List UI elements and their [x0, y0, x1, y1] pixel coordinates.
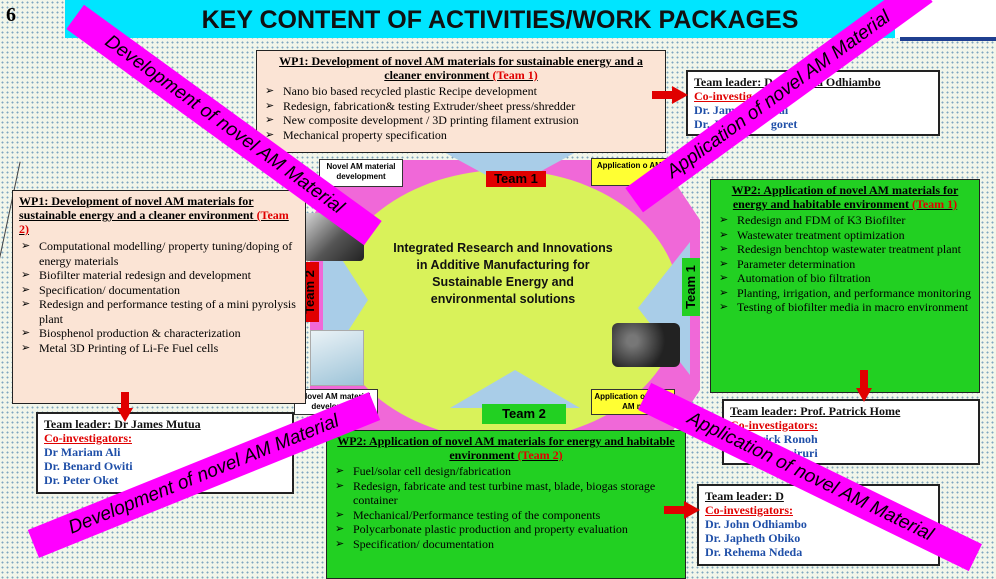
co-investigators-label: Co-investigators:	[705, 503, 793, 517]
list-item: Computational modelling/ property tuning…	[19, 239, 299, 268]
list-item: Testing of biofilter media in macro envi…	[717, 300, 973, 315]
wp-header: WP1: Development of novel AM materials f…	[19, 194, 289, 236]
list-item: Redesign, fabricate and test turbine mas…	[333, 479, 679, 508]
wp1-team1-box: WP1: Development of novel AM materials f…	[256, 50, 666, 153]
wp-header: WP2: Application of novel AM materials f…	[731, 183, 959, 211]
list-item: Automation of bio filtration	[717, 271, 973, 286]
list-item: Biofilter material redesign and developm…	[19, 268, 299, 283]
team-leader-label: Team leader: Prof. Patrick Home	[730, 404, 901, 418]
novel-am-dev-label-top: Novel AM material development	[319, 159, 403, 187]
co-investigators-label: Co-investigators:	[730, 418, 818, 432]
co-investigators-label: Co-investig	[694, 89, 752, 103]
list-item: Wastewater treatment optimization	[717, 228, 973, 243]
team2-bottom-label: Team 2	[482, 404, 566, 424]
page-title: KEY CONTENT OF ACTIVITIES/WORK PACKAGES	[201, 6, 799, 34]
arrow-down-icon	[856, 370, 872, 402]
investigator-name: Dr. Benard Owiti	[44, 459, 133, 473]
list-item: Specification/ documentation	[19, 283, 299, 298]
slide-number: 6	[6, 4, 16, 26]
leader-box-right: Team leader: Prof. Patrick Home Co-inves…	[722, 399, 980, 465]
triangle-bottom	[450, 370, 580, 408]
team1-right-label: Team 1	[682, 258, 700, 316]
list-item: Parameter determination	[717, 257, 973, 272]
title-bar: KEY CONTENT OF ACTIVITIES/WORK PACKAGES	[0, 0, 996, 40]
arrow-right-icon	[652, 86, 688, 104]
center-ellipse	[330, 170, 680, 440]
team1-top-label: Team 1	[486, 171, 546, 187]
list-item: New composite development / 3D printing …	[263, 113, 659, 128]
wp2-team2-box: WP2: Application of novel AM materials f…	[326, 430, 686, 579]
center-text: Integrated Research and Innovations in A…	[393, 241, 613, 306]
list-item: Nano bio based recycled plastic Recipe d…	[263, 84, 659, 99]
list-item: Redesign and performance testing of a mi…	[19, 297, 299, 326]
investigator-name: Dr. John Odhiambo	[705, 517, 807, 531]
investigator-name: Dr. Japheth Obiko	[705, 531, 801, 545]
equipment-photo	[310, 330, 364, 386]
title-underline	[900, 37, 996, 41]
investigator-name: Dr. Peter Oket	[44, 473, 119, 487]
list-item: Specification/ documentation	[333, 537, 679, 552]
list-item: Biosphenol production & characterization	[19, 326, 299, 341]
co-investigators-label: Co-investigators:	[44, 431, 132, 445]
investigator-name: Dr. Rehema Ndeda	[705, 545, 803, 559]
list-item: Polycarbonate plastic production and pro…	[333, 522, 679, 537]
arrow-right-icon	[664, 501, 700, 519]
team-leader-label: Team leader: Dr James Mutua	[44, 417, 201, 431]
list-item: Redesign and FDM of K3 Biofilter	[717, 213, 973, 228]
list-item: Metal 3D Printing of Li-Fe Fuel cells	[19, 341, 299, 356]
list-item: Planting, irrigation, and performance mo…	[717, 286, 973, 301]
wp-header: WP2: Application of novel AM materials f…	[337, 434, 675, 462]
list-item: Redesign benchtop wastewater treatment p…	[717, 242, 973, 257]
triangle-top	[440, 150, 580, 188]
list-item: Redesign, fabrication& testing Extruder/…	[263, 99, 659, 114]
list-item: Mechanical/Performance testing of the co…	[333, 508, 679, 523]
wp2-team1-box: WP2: Application of novel AM materials f…	[710, 179, 980, 393]
list-item: Fuel/solar cell design/fabrication	[333, 464, 679, 479]
list-item: Mechanical property specification	[263, 128, 659, 143]
biofilter-media-photo	[612, 323, 680, 367]
arrow-down-icon	[117, 392, 133, 422]
investigator-name: Dr Mariam Ali	[44, 445, 121, 459]
wp1-team2-box: WP1: Development of novel AM materials f…	[12, 190, 306, 404]
central-diagram	[310, 150, 700, 450]
wp-header: WP1: Development of novel AM materials f…	[279, 54, 643, 82]
